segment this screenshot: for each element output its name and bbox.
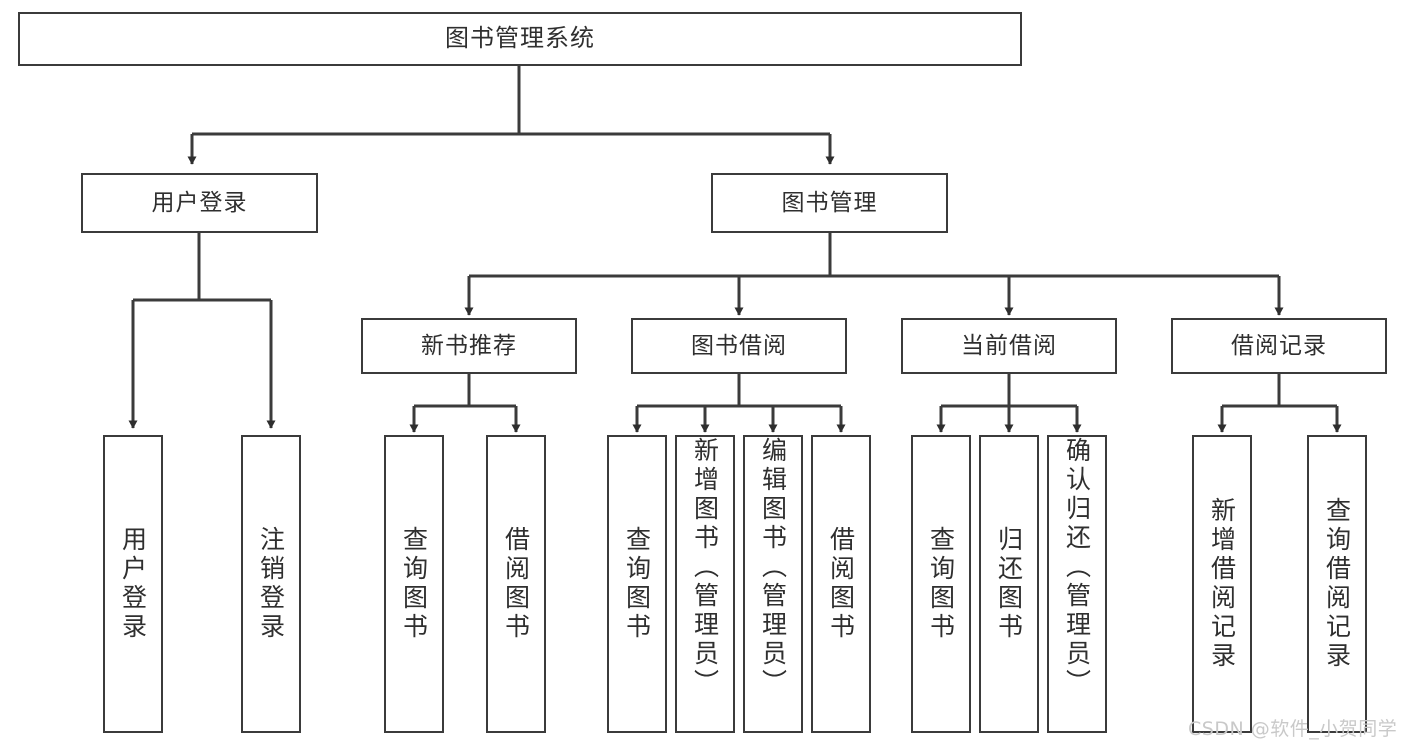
node-leaf-newrec-query-book-label: 查询图书 <box>399 526 429 642</box>
node-leaf-borrow-edit-book[interactable]: 编辑图书（管理员） <box>743 435 803 733</box>
node-new-book-recommend[interactable]: 新书推荐 <box>361 318 577 374</box>
node-leaf-user-login[interactable]: 用户登录 <box>103 435 163 733</box>
node-root-label: 图书管理系统 <box>445 24 595 53</box>
node-leaf-current-return-book[interactable]: 归还图书 <box>979 435 1039 733</box>
node-root[interactable]: 图书管理系统 <box>18 12 1022 66</box>
node-user-login[interactable]: 用户登录 <box>81 173 318 233</box>
node-leaf-current-confirm-return[interactable]: 确认归还（管理员） <box>1047 435 1107 733</box>
node-leaf-newrec-query-book[interactable]: 查询图书 <box>384 435 444 733</box>
node-book-management-label: 图书管理 <box>781 189 878 216</box>
node-book-borrow-label: 图书借阅 <box>691 332 787 359</box>
node-leaf-borrow-add-book[interactable]: 新增图书（管理员） <box>675 435 735 733</box>
node-leaf-records-add-record[interactable]: 新增借阅记录 <box>1192 435 1252 733</box>
node-leaf-borrow-lend-book-label: 借阅图书 <box>826 526 856 642</box>
node-leaf-current-query-book-label: 查询图书 <box>926 526 956 642</box>
node-leaf-borrow-add-book-label: 新增图书（管理员） <box>690 437 720 698</box>
node-book-borrow[interactable]: 图书借阅 <box>631 318 847 374</box>
node-leaf-user-logout-label: 注销登录 <box>256 526 286 642</box>
node-leaf-records-query-record-label: 查询借阅记录 <box>1322 497 1352 671</box>
node-current-borrow[interactable]: 当前借阅 <box>901 318 1117 374</box>
node-user-login-label: 用户登录 <box>151 189 248 216</box>
node-leaf-borrow-query-book-label: 查询图书 <box>622 526 652 642</box>
node-leaf-borrow-query-book[interactable]: 查询图书 <box>607 435 667 733</box>
node-leaf-user-logout[interactable]: 注销登录 <box>241 435 301 733</box>
node-leaf-borrow-lend-book[interactable]: 借阅图书 <box>811 435 871 733</box>
node-book-management[interactable]: 图书管理 <box>711 173 948 233</box>
node-leaf-current-return-book-label: 归还图书 <box>994 526 1024 642</box>
node-leaf-current-confirm-return-label: 确认归还（管理员） <box>1062 437 1092 698</box>
node-leaf-records-add-record-label: 新增借阅记录 <box>1207 497 1237 671</box>
node-leaf-current-query-book[interactable]: 查询图书 <box>911 435 971 733</box>
node-leaf-records-query-record[interactable]: 查询借阅记录 <box>1307 435 1367 733</box>
node-leaf-newrec-borrow-book[interactable]: 借阅图书 <box>486 435 546 733</box>
node-borrow-records-label: 借阅记录 <box>1231 332 1327 359</box>
node-new-book-recommend-label: 新书推荐 <box>421 332 517 359</box>
node-current-borrow-label: 当前借阅 <box>961 332 1057 359</box>
node-leaf-newrec-borrow-book-label: 借阅图书 <box>501 526 531 642</box>
node-borrow-records[interactable]: 借阅记录 <box>1171 318 1387 374</box>
csdn-watermark: CSDN @软件_小贺同学 <box>1188 718 1398 740</box>
node-leaf-user-login-label: 用户登录 <box>118 526 148 642</box>
node-leaf-borrow-edit-book-label: 编辑图书（管理员） <box>758 437 788 698</box>
